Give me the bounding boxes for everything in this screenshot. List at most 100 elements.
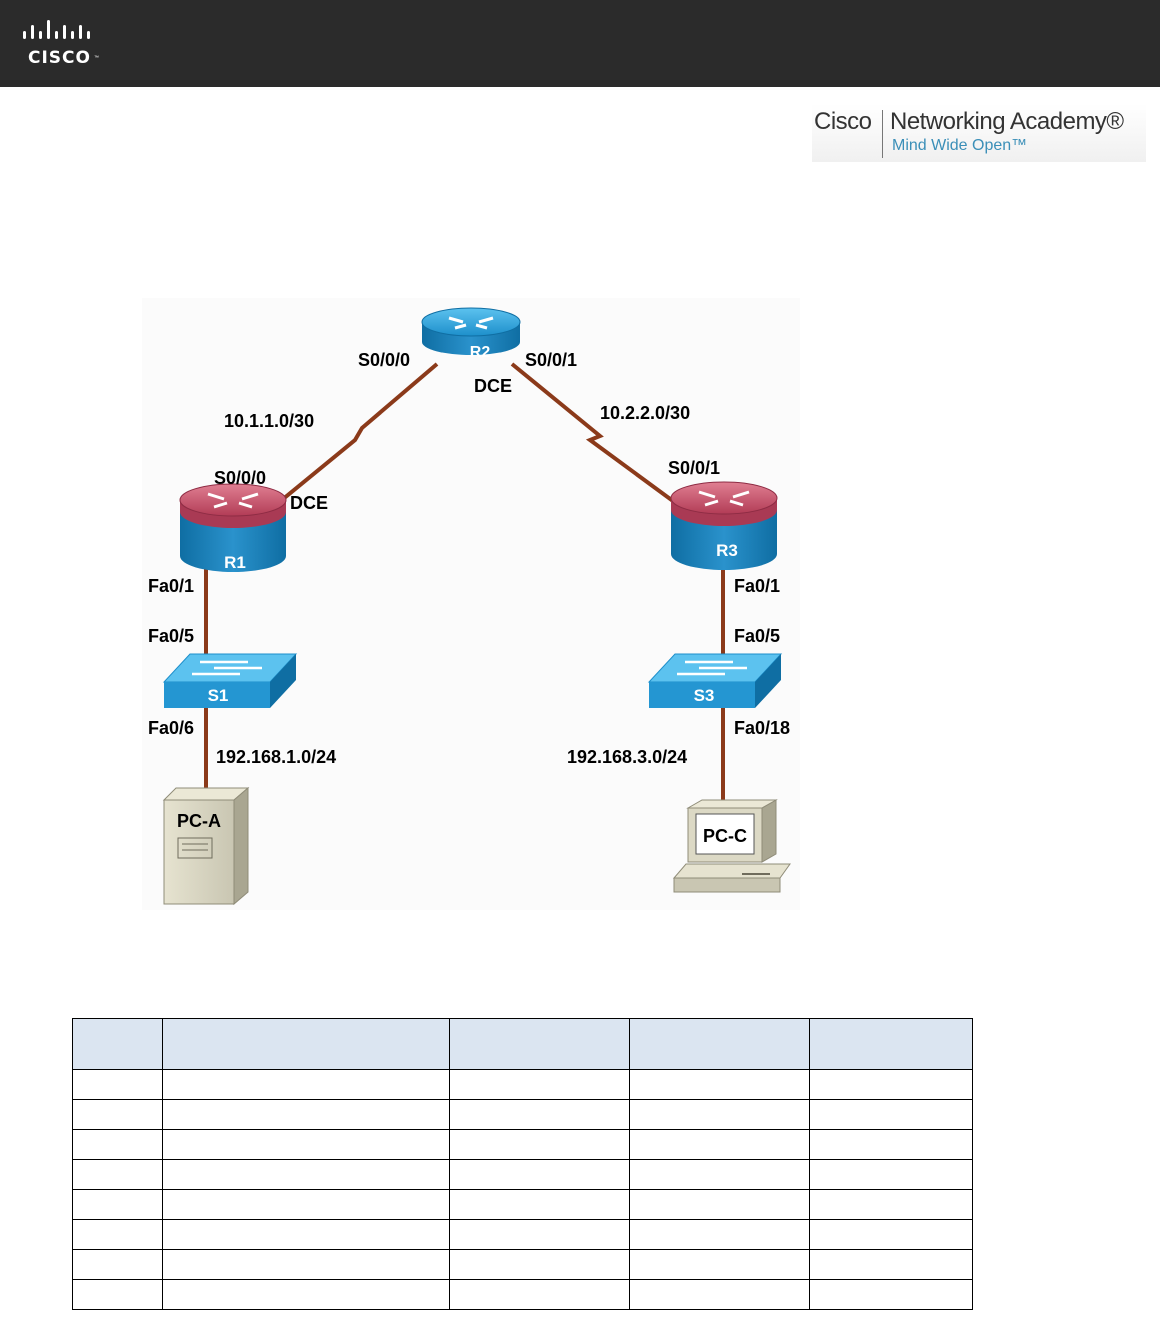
- r2-label: R2: [470, 344, 491, 361]
- table-row: [72, 1159, 973, 1190]
- table-cell: [162, 1159, 450, 1190]
- table-cell: [449, 1099, 630, 1130]
- router-r2[interactable]: R2: [421, 307, 521, 361]
- switch-arrows-icon: [677, 660, 747, 676]
- table-cell: [449, 1129, 630, 1160]
- table-cell: [72, 1219, 163, 1250]
- r1-fa01-label: Fa0/1: [148, 576, 194, 596]
- cisco-bridge-icon: [23, 20, 90, 39]
- r3-s001-label: S0/0/1: [668, 458, 720, 478]
- table-row: [72, 1189, 973, 1220]
- brand-divider: [882, 110, 883, 158]
- table-cell: [72, 1279, 163, 1310]
- table-header-cell: [629, 1018, 810, 1070]
- table-cell: [629, 1129, 810, 1160]
- table-cell: [629, 1069, 810, 1100]
- table-cell: [809, 1099, 973, 1130]
- table-cell: [72, 1069, 163, 1100]
- table-cell: [162, 1279, 450, 1310]
- switch-s1[interactable]: S1: [162, 653, 298, 708]
- table-cell: [72, 1099, 163, 1130]
- table-row: [72, 1279, 973, 1310]
- topology-diagram: R2 R1 R3: [142, 298, 800, 910]
- net-lan1-label: 192.168.1.0/24: [216, 747, 336, 767]
- table-cell: [809, 1279, 973, 1310]
- table-cell: [162, 1069, 450, 1100]
- pcc-label: PC-C: [703, 826, 747, 846]
- net-r1-r2-label: 10.1.1.0/30: [224, 411, 314, 431]
- table-cell: [72, 1249, 163, 1280]
- table-cell: [629, 1219, 810, 1250]
- table-cell: [162, 1129, 450, 1160]
- table-cell: [809, 1189, 973, 1220]
- r3-label: R3: [716, 541, 738, 560]
- pc-c-desktop[interactable]: PC-C: [672, 799, 791, 893]
- table-cell: [449, 1069, 630, 1100]
- net-lan3-label: 192.168.3.0/24: [567, 747, 687, 767]
- pc-a-tower[interactable]: PC-A: [162, 786, 250, 906]
- r1-s000-label: S0/0/0: [214, 468, 266, 488]
- table-header-row: [72, 1018, 973, 1070]
- table-cell: [629, 1189, 810, 1220]
- table-cell: [809, 1069, 973, 1100]
- pca-label: PC-A: [177, 811, 221, 831]
- r3-fa01-label: Fa0/1: [734, 576, 780, 596]
- r1-dce-label: DCE: [290, 493, 328, 513]
- s1-label: S1: [208, 686, 229, 705]
- table-cell: [449, 1219, 630, 1250]
- table-cell: [72, 1189, 163, 1220]
- table-header-cell: [162, 1018, 450, 1070]
- table-cell: [449, 1279, 630, 1310]
- topology-svg: R2 R1 R3: [148, 307, 791, 906]
- table-row: [72, 1099, 973, 1130]
- table-row: [72, 1069, 973, 1100]
- table-cell: [162, 1099, 450, 1130]
- table-cell: [449, 1159, 630, 1190]
- table-cell: [809, 1159, 973, 1190]
- table-header-cell: [809, 1018, 973, 1070]
- table-header-cell: [449, 1018, 630, 1070]
- networking-academy-logo: Cisco Networking Academy® Mind Wide Open…: [812, 104, 1146, 162]
- table-cell: [72, 1129, 163, 1160]
- table-cell: [629, 1159, 810, 1190]
- s3-fa018-label: Fa0/18: [734, 718, 790, 738]
- router-arrows-icon: [448, 316, 494, 330]
- router-r1[interactable]: R1: [179, 483, 287, 572]
- switch-s3[interactable]: S3: [647, 653, 783, 708]
- table-cell: [72, 1159, 163, 1190]
- s1-fa05-label: Fa0/5: [148, 626, 194, 646]
- table-cell: [162, 1249, 450, 1280]
- brand-tagline: Mind Wide Open™: [892, 137, 1028, 154]
- table-cell: [449, 1249, 630, 1280]
- table-cell: [809, 1129, 973, 1160]
- net-r2-r3-label: 10.2.2.0/30: [600, 403, 690, 423]
- s3-fa05-label: Fa0/5: [734, 626, 780, 646]
- table-cell: [629, 1279, 810, 1310]
- switch-arrows-icon: [192, 660, 262, 676]
- links: [204, 362, 725, 810]
- addressing-table: [72, 1018, 973, 1310]
- table-cell: [162, 1219, 450, 1250]
- table-cell: [629, 1099, 810, 1130]
- table-row: [72, 1249, 973, 1280]
- cisco-wordmark: CISCO: [28, 48, 91, 68]
- top-banner: CISCO ™: [0, 0, 1160, 87]
- table-header-cell: [72, 1018, 163, 1070]
- table-row: [72, 1219, 973, 1250]
- router-arrows-icon: [207, 492, 259, 509]
- table-cell: [449, 1189, 630, 1220]
- brand-product: Networking Academy®: [890, 108, 1124, 135]
- brand-name: Cisco: [814, 108, 872, 135]
- router-r3[interactable]: R3: [670, 481, 778, 570]
- serial-link-r1-r2: [253, 362, 439, 524]
- s1-fa06-label: Fa0/6: [148, 718, 194, 738]
- s3-label: S3: [694, 686, 715, 705]
- cisco-logo: CISCO ™: [18, 18, 118, 70]
- r2-s001-label: S0/0/1: [525, 350, 577, 370]
- router-arrows-icon: [698, 490, 750, 507]
- r2-dce-label: DCE: [474, 376, 512, 396]
- table-cell: [162, 1189, 450, 1220]
- table-cell: [809, 1249, 973, 1280]
- table-row: [72, 1129, 973, 1160]
- r1-label: R1: [224, 553, 246, 572]
